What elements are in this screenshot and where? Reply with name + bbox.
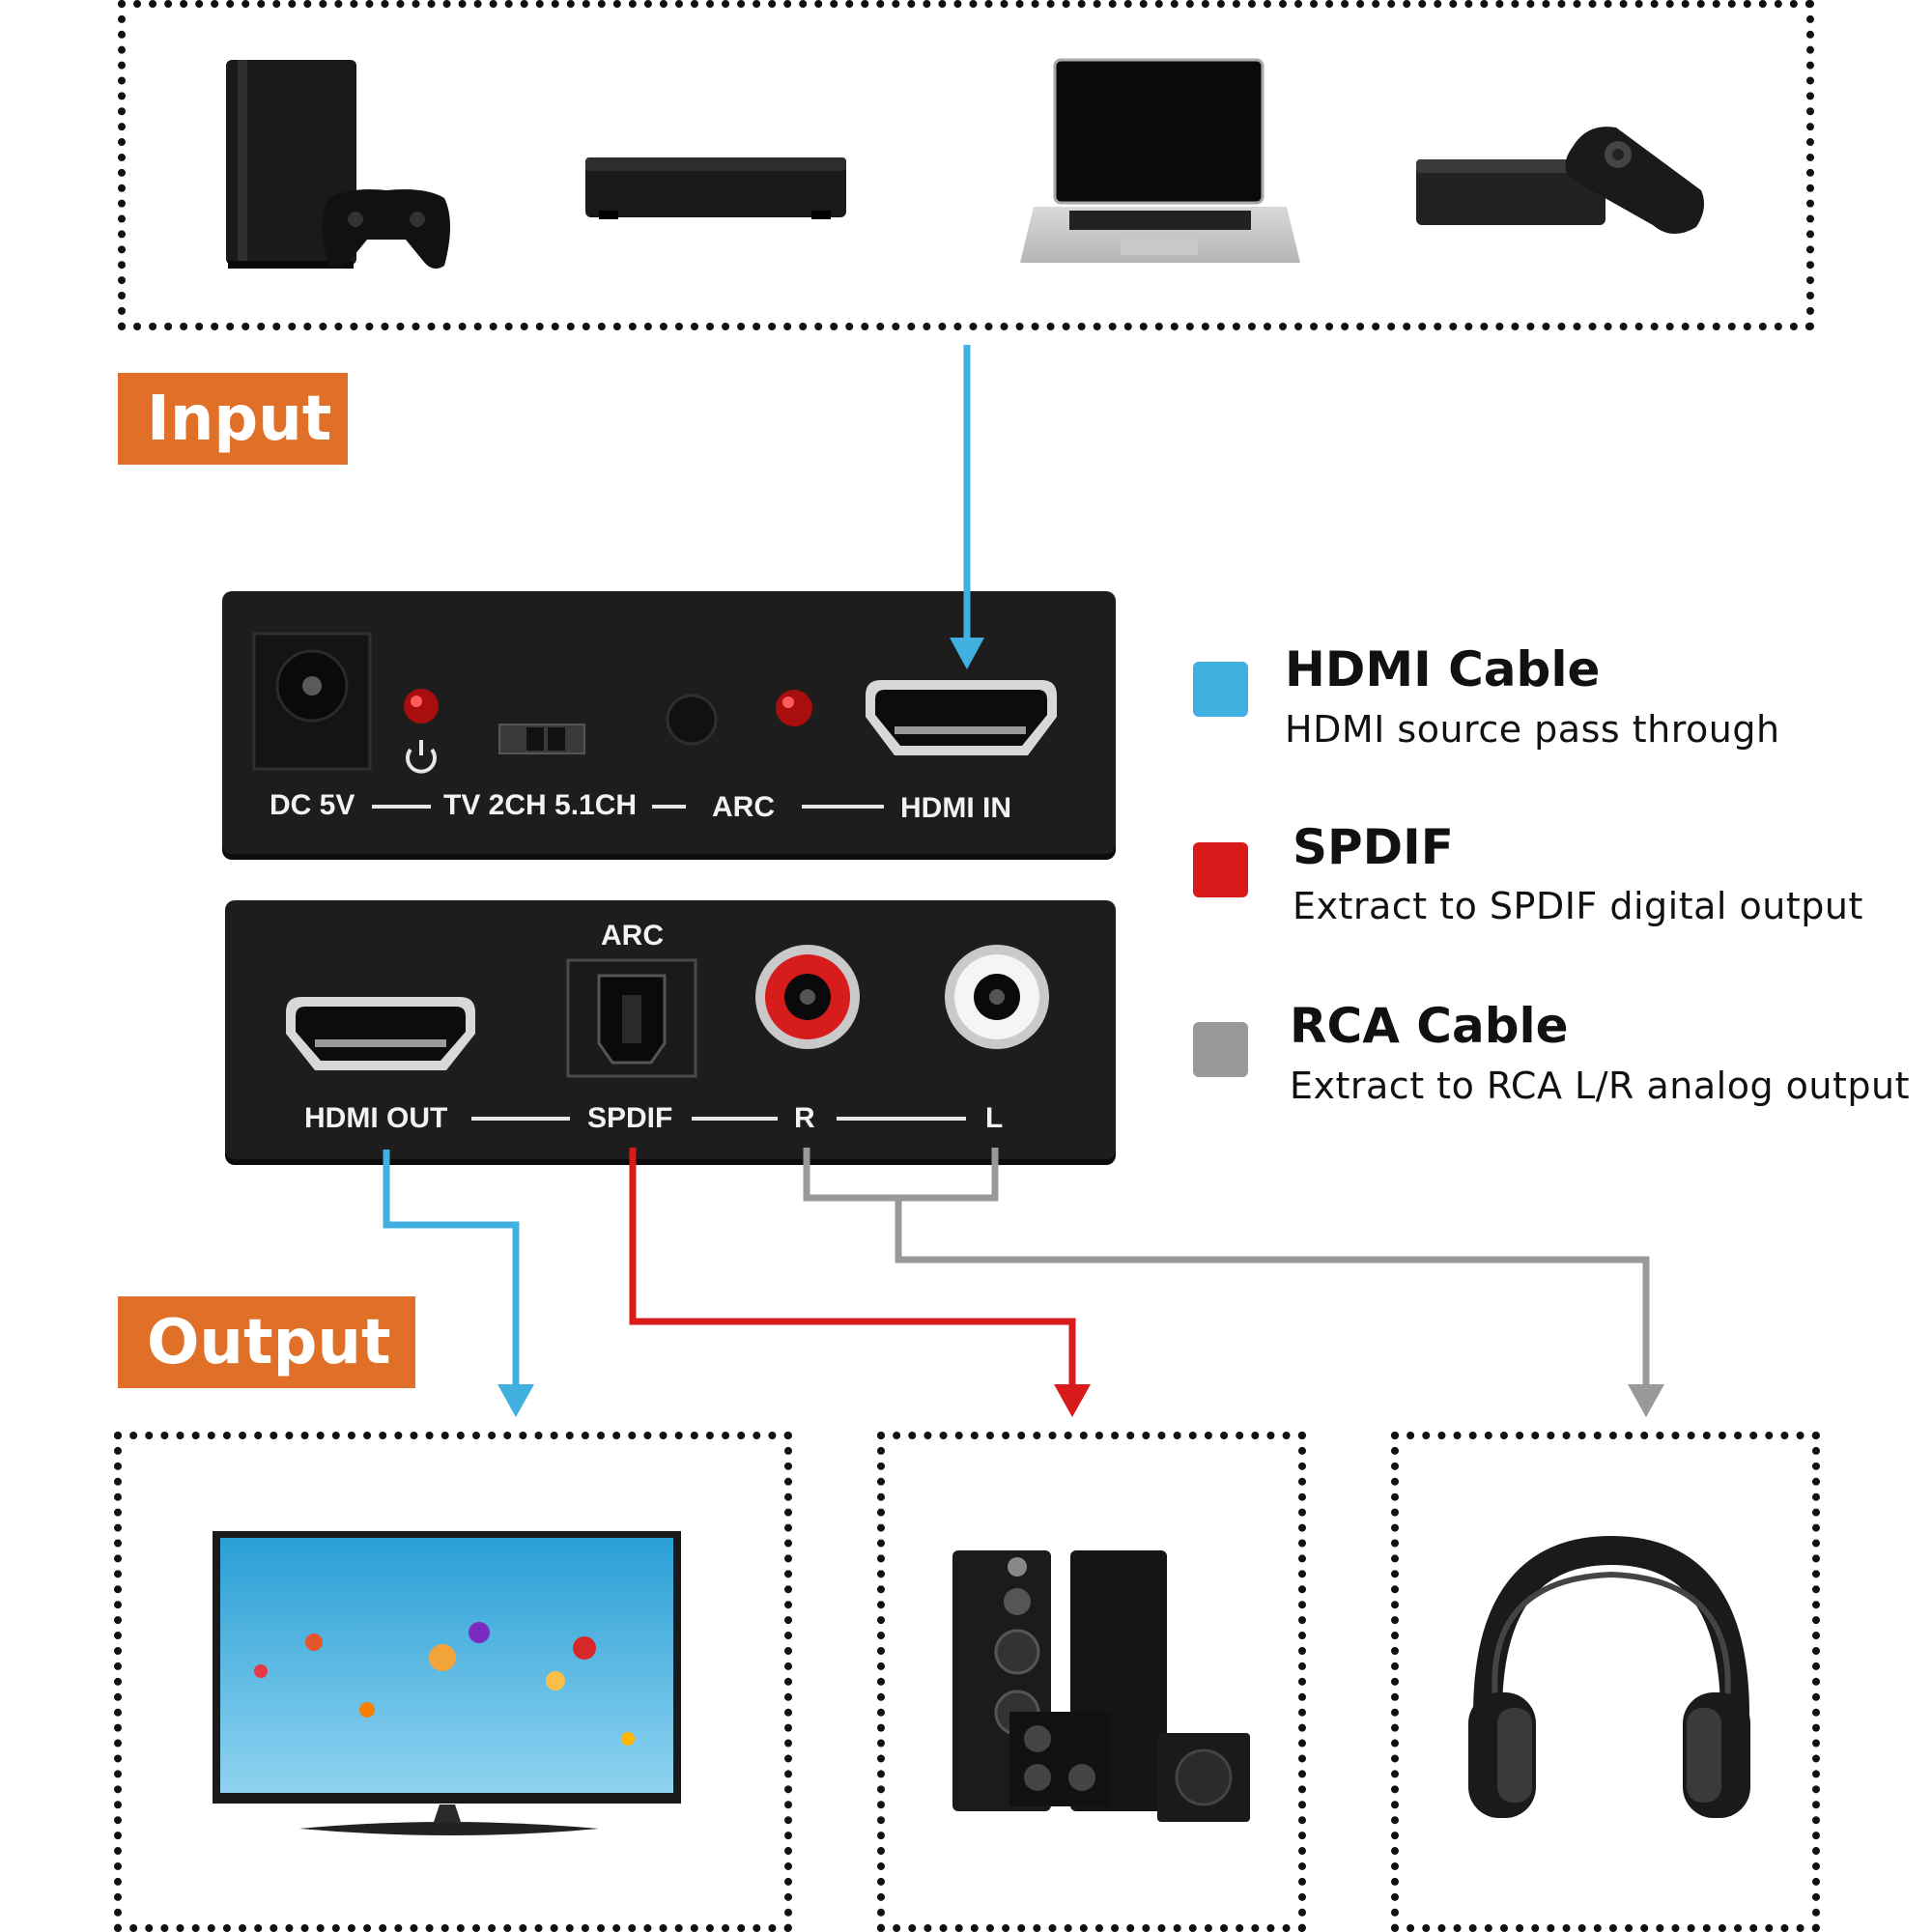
hdmi-out-label: HDMI OUT <box>304 1102 448 1134</box>
laptop-icon <box>1020 58 1300 263</box>
speaker-output-box <box>877 1432 1306 1932</box>
rca-output-connector <box>803 1148 1664 1417</box>
hdmi-output-connector <box>383 1150 534 1417</box>
speaker-system-icon <box>952 1550 1250 1822</box>
arc-button <box>666 694 718 746</box>
rca-legend-title: RCA Cable <box>1290 998 1569 1054</box>
power-icon <box>406 740 437 774</box>
headphones-output-box <box>1391 1432 1820 1932</box>
mode-switch-label: TV 2CH 5.1CH <box>443 789 638 821</box>
arc-led <box>776 690 812 726</box>
hdmi-out-port <box>286 997 475 1070</box>
spdif-legend-description: Extract to SPDIF digital output <box>1293 885 1863 927</box>
headphones-icon <box>1468 1535 1750 1818</box>
rear-arc-label: ARC <box>601 920 664 952</box>
tv-icon <box>213 1531 681 1835</box>
dc-5v-label: DC 5V <box>270 789 355 821</box>
spdif-legend-swatch <box>1193 842 1248 897</box>
hdmi-in-label: HDMI IN <box>900 792 1011 824</box>
rca-legend-swatch <box>1193 1022 1248 1077</box>
game-console-icon <box>226 60 450 270</box>
input-devices-box <box>118 0 1814 330</box>
rca-l-label: L <box>985 1102 1004 1134</box>
front-arc-label: ARC <box>712 791 775 823</box>
hdmi-legend-description: HDMI source pass through <box>1285 708 1780 751</box>
input-label: Input <box>118 373 348 465</box>
power-led <box>404 689 439 724</box>
spdif-output-connector <box>629 1148 1091 1417</box>
hdmi-legend-swatch <box>1193 662 1248 717</box>
hdmi-in-port <box>866 680 1057 755</box>
spdif-legend-title: SPDIF <box>1293 819 1454 875</box>
rca-legend-description: Extract to RCA L/R analog output <box>1290 1065 1910 1107</box>
media-player-icon <box>585 157 846 219</box>
rca-r-label: R <box>794 1102 815 1134</box>
rca-l-jack <box>945 945 1049 1049</box>
output-label: Output <box>118 1296 415 1388</box>
spdif-optical-port <box>566 958 697 1078</box>
hdmi-legend-title: HDMI Cable <box>1285 641 1601 697</box>
streaming-box-icon <box>1416 127 1705 235</box>
mode-switch <box>498 724 585 754</box>
spdif-label: SPDIF <box>587 1102 673 1134</box>
hdmi-input-connector <box>950 345 984 669</box>
dc-power-jack <box>252 632 372 771</box>
tv-output-box <box>114 1432 792 1932</box>
rca-r-jack <box>755 945 860 1049</box>
